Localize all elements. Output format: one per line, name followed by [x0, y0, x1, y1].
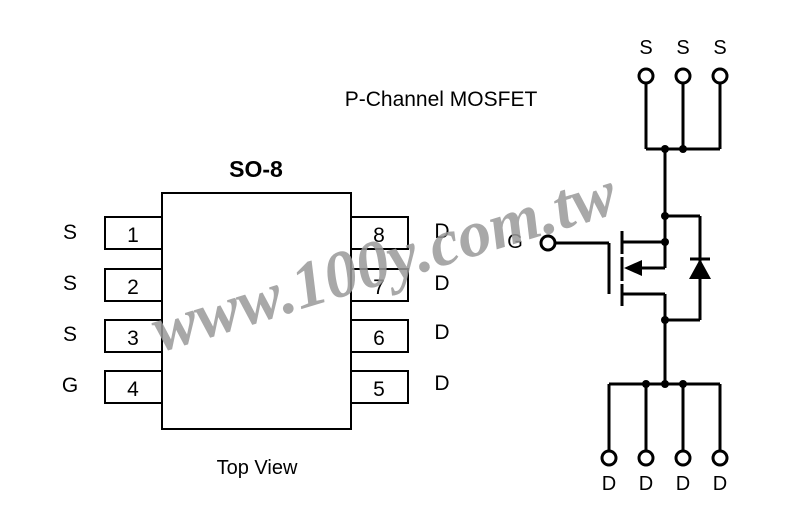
pin-number: 7: [373, 276, 385, 299]
pin-box: [350, 216, 409, 250]
pin-box: [104, 370, 163, 404]
pin-label: D: [434, 321, 449, 344]
mosfet-body: [539, 216, 667, 384]
pin-label: S: [63, 323, 77, 346]
right-pin-8: 8 D: [350, 216, 450, 250]
pin-box: [104, 216, 163, 250]
junction-dot: [679, 145, 687, 153]
pin-box: [350, 370, 409, 404]
pin-number: 4: [127, 378, 139, 401]
drain-terminal-4: [711, 449, 729, 467]
pin-box: [104, 268, 163, 302]
pin-label: D: [434, 220, 449, 243]
junction-dot: [661, 238, 669, 246]
package-title: SO-8: [229, 156, 283, 182]
left-pin-2: 2 S: [63, 268, 163, 302]
pin-label: G: [62, 374, 78, 397]
gate-label: G: [507, 231, 523, 253]
left-pin-1: 1 S: [63, 216, 163, 250]
drain-terminal-1: [600, 449, 618, 467]
schematic-title: P-Channel MOSFET: [345, 88, 538, 111]
junction-dot: [661, 145, 669, 153]
package-body: [161, 192, 352, 430]
pin-number: 8: [373, 224, 385, 247]
pin-box: [350, 319, 409, 353]
drain-label-4: D: [713, 473, 727, 495]
source-terminal-1: [637, 67, 655, 85]
pin-label: D: [434, 372, 449, 395]
pin-number: 6: [373, 327, 385, 350]
junction-dot: [679, 380, 687, 388]
right-pin-7: 7 D: [350, 268, 450, 302]
source-label-1: S: [639, 37, 652, 59]
package-caption: Top View: [217, 457, 298, 479]
source-terminal-2: [674, 67, 692, 85]
pin-box: [104, 319, 163, 353]
pin-number: 2: [127, 276, 139, 299]
pin-label: S: [63, 221, 77, 244]
pin-number: 1: [127, 224, 139, 247]
drain-label-1: D: [602, 473, 616, 495]
source-label-3: S: [713, 37, 726, 59]
left-pin-3: 3 S: [63, 319, 163, 353]
right-pin-6: 6 D: [350, 319, 450, 353]
diode-triangle: [689, 259, 711, 279]
pin-number: 3: [127, 327, 139, 350]
right-pin-5: 5 D: [350, 370, 450, 404]
drain-label-3: D: [676, 473, 690, 495]
pin-label: D: [434, 272, 449, 295]
channel-arrow: [624, 260, 642, 276]
junction-dot: [661, 380, 669, 388]
drain-terminal-2: [637, 449, 655, 467]
left-pin-4: 4 G: [62, 370, 163, 404]
drain-label-2: D: [639, 473, 653, 495]
pin-number: 5: [373, 378, 385, 401]
source-terminal-3: [711, 67, 729, 85]
source-wiring: [637, 67, 729, 216]
pin-box: [350, 268, 409, 302]
pin-label: S: [63, 272, 77, 295]
source-label-2: S: [676, 37, 689, 59]
drain-wiring: [600, 382, 729, 467]
drain-terminal-3: [674, 449, 692, 467]
junction-dot: [642, 380, 650, 388]
